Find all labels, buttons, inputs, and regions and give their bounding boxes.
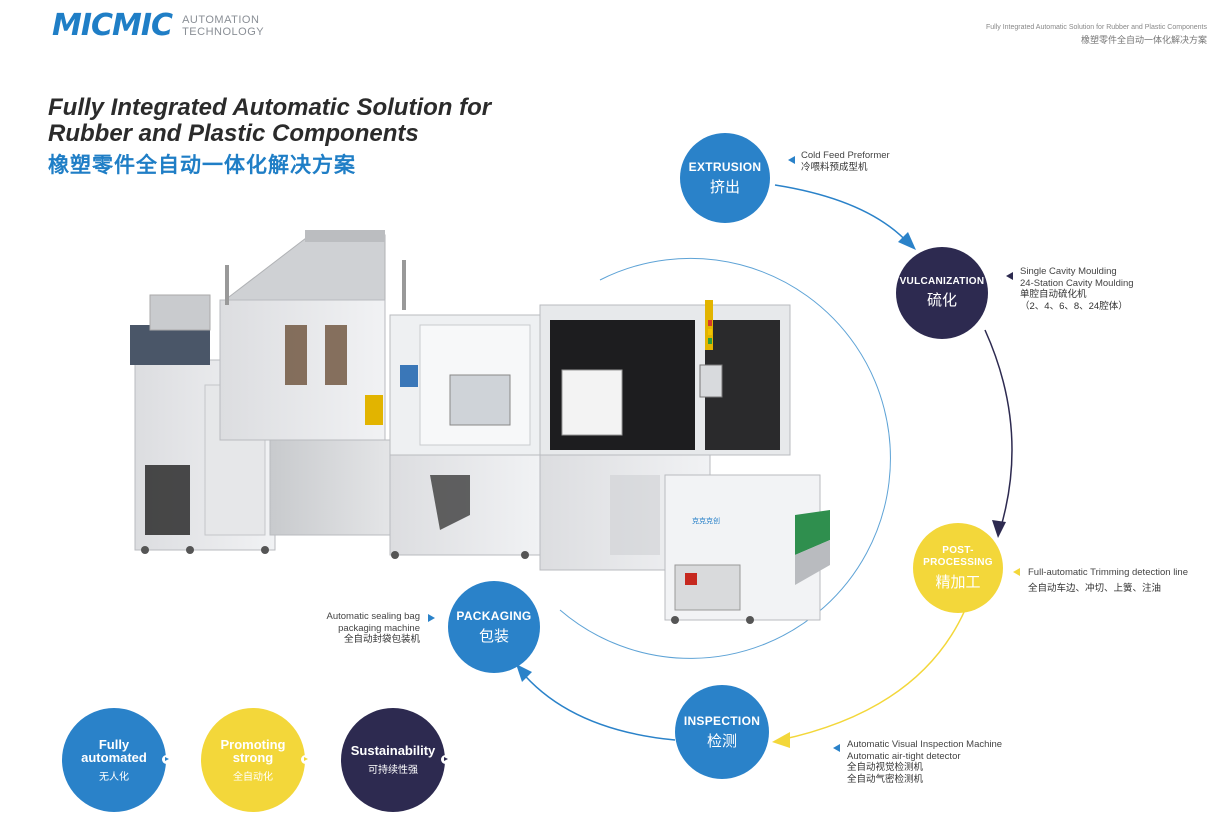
logo-sub-line1: AUTOMATION xyxy=(182,13,260,26)
note-pointer-post xyxy=(1013,568,1020,576)
arrow-head-4 xyxy=(516,664,532,682)
note-inspection-en1: Automatic Visual Inspection Machine xyxy=(847,739,1003,750)
title-cn: 橡塑零件全自动一体化解决方案 xyxy=(48,154,356,177)
stage-extrusion: EXTRUSION 挤出 xyxy=(680,133,770,223)
stage-packaging: PACKAGING 包装 xyxy=(448,581,540,673)
arrow-vulcanization-post xyxy=(984,329,1013,531)
feature-2-chevron-icon xyxy=(301,755,310,764)
machine-brand-label: 克克克创 xyxy=(692,516,720,525)
feature-1-en1: Fully xyxy=(98,736,130,752)
feature-sustainability: Sustainability 可持续性强 xyxy=(341,708,445,812)
stage-packaging-cn: 包装 xyxy=(478,627,509,645)
note-pointer-vulcanization xyxy=(1006,272,1013,280)
stage-inspection-cn: 检测 xyxy=(706,732,737,750)
note-inspection-cn2: 全自动气密检测机 xyxy=(847,773,924,785)
logo-sub-line2: TECHNOLOGY xyxy=(182,25,265,38)
note-packaging-en1: Automatic sealing bag xyxy=(326,611,420,622)
stage-vulcanization: VULCANIZATION 硫化 xyxy=(896,247,988,339)
note-inspection-en2: Automatic air-tight detector xyxy=(847,750,961,762)
note-pointer-extrusion xyxy=(788,156,795,164)
arrow-post-inspection xyxy=(779,609,966,741)
stage-inspection: INSPECTION 检测 xyxy=(675,685,769,779)
note-vulcanization-cn1: 单腔自动硫化机 xyxy=(1020,289,1087,300)
note-post-cn: 全自动车边、冲切、上簧、注油 xyxy=(1028,582,1162,594)
feature-2-en2: strong xyxy=(232,749,274,765)
feature-3-chevron-icon xyxy=(441,755,450,764)
note-extrusion-cn: 冷喂料预成型机 xyxy=(801,161,868,173)
feature-1-cn: 无人化 xyxy=(99,771,129,783)
note-pointer-packaging xyxy=(428,614,435,622)
feature-3-en1: Sustainability xyxy=(350,743,436,758)
stage-post-processing: POST- PROCESSING 精加工 xyxy=(913,523,1003,613)
feature-3-cn: 可持续性强 xyxy=(368,765,418,776)
note-packaging: Automatic sealing bag packaging machine … xyxy=(300,611,420,646)
stage-post-en2: PROCESSING xyxy=(923,556,993,568)
note-inspection-cn1: 全自动视觉检测机 xyxy=(847,762,924,773)
note-vulcanization-en1: Single Cavity Moulding xyxy=(1020,266,1117,277)
note-vulcanization-en2: 24-Station Cavity Moulding xyxy=(1020,277,1134,289)
header-caption: Fully Integrated Automatic Solution for … xyxy=(986,22,1207,46)
feature-1-en2: automated xyxy=(81,749,147,765)
stage-vulcanization-en: VULCANIZATION xyxy=(899,276,985,287)
stage-extrusion-cn: 挤出 xyxy=(709,178,740,196)
stage-packaging-en: PACKAGING xyxy=(456,608,532,623)
stage-extrusion-en: EXTRUSION xyxy=(688,159,762,174)
header-caption-en: Fully Integrated Automatic Solution for … xyxy=(985,24,1207,31)
note-inspection: Automatic Visual Inspection Machine Auto… xyxy=(847,739,1002,785)
stage-inspection-en: INSPECTION xyxy=(683,713,761,728)
feature-2-en1: Promoting xyxy=(220,736,286,752)
note-vulcanization: Single Cavity Moulding 24-Station Cavity… xyxy=(1020,266,1134,312)
logo-subtitle: AUTOMATION TECHNOLOGY xyxy=(182,14,264,38)
note-extrusion: Cold Feed Preformer 冷喂料预成型机 xyxy=(801,150,890,173)
arrow-inspection-packaging xyxy=(519,669,676,741)
title-line2: Rubber and Plastic Components xyxy=(48,120,419,147)
logo-wordmark: MICMIC xyxy=(52,8,173,43)
note-vulcanization-cn2: （2、4、6、8、24腔体） xyxy=(1020,300,1128,312)
header-caption-cn: 橡塑零件全自动一体化解决方案 xyxy=(1080,35,1207,45)
title-line1: Fully Integrated Automatic Solution for xyxy=(48,94,492,121)
feature-2-cn: 全自动化 xyxy=(233,771,273,783)
feature-fully-automated: Fully automated 无人化 xyxy=(62,708,166,812)
note-packaging-en2: packaging machine xyxy=(338,622,420,634)
note-post-en: Full-automatic Trimming detection line xyxy=(1028,567,1188,578)
inner-cycle-arc xyxy=(559,257,891,659)
brand-logo: MICMIC AUTOMATION TECHNOLOGY xyxy=(52,8,264,43)
stage-vulcanization-cn: 硫化 xyxy=(926,292,957,309)
arrow-head-1 xyxy=(898,232,916,250)
arrow-head-2 xyxy=(992,520,1006,538)
production-line-machine-image: 克克克创 xyxy=(130,230,830,624)
feature-promoting-strong: Promoting strong 全自动化 xyxy=(201,708,305,812)
stage-post-cn: 精加工 xyxy=(935,573,981,591)
note-post-processing: Full-automatic Trimming detection line 全… xyxy=(1028,567,1188,594)
feature-1-chevron-icon xyxy=(162,755,171,764)
arrow-head-3 xyxy=(772,732,790,748)
page-title: Fully Integrated Automatic Solution for … xyxy=(48,95,491,179)
note-packaging-cn: 全自动封袋包装机 xyxy=(343,634,420,645)
note-pointer-inspection xyxy=(833,744,840,752)
arrow-extrusion-vulcanization xyxy=(774,184,911,246)
note-extrusion-en: Cold Feed Preformer xyxy=(801,150,890,161)
stage-post-en1: POST- xyxy=(942,544,974,556)
